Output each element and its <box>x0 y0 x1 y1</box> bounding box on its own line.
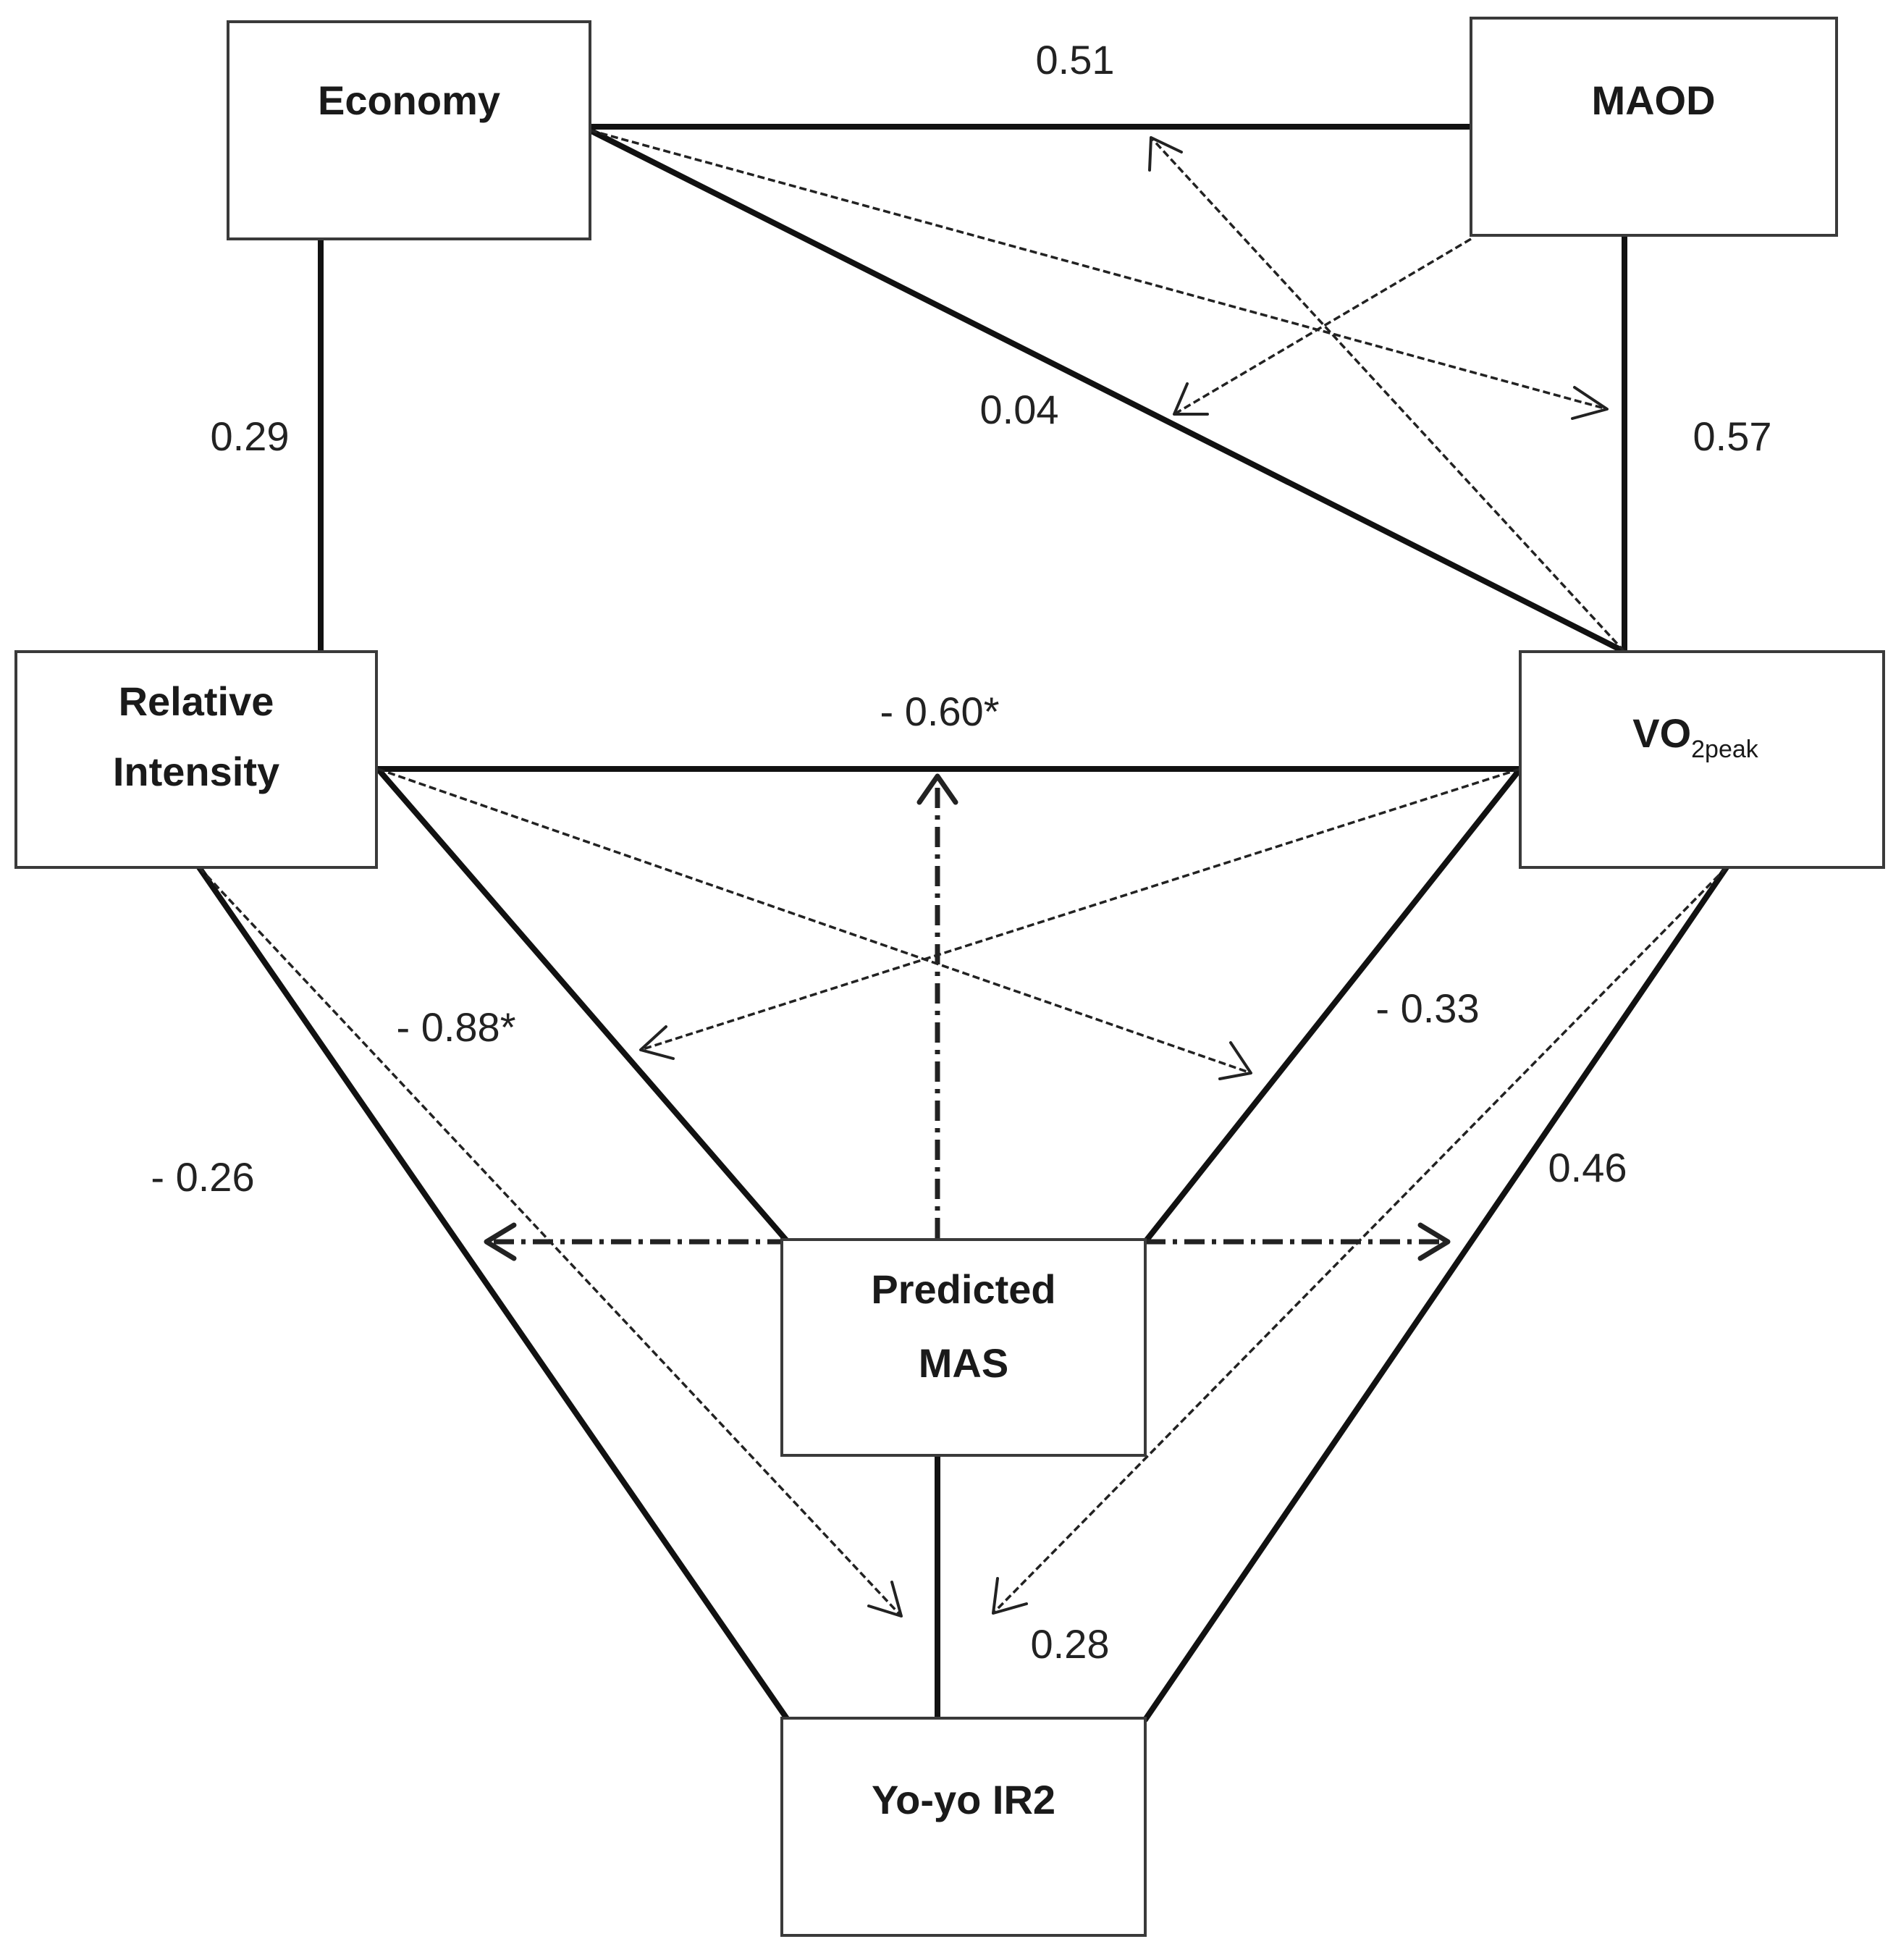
arrowhead-maod-vo2 <box>1571 386 1609 420</box>
coef-economy-relative: 0.29 <box>211 413 290 459</box>
node-yoyo: Yo-yo IR2 <box>780 1717 1147 1937</box>
arrowhead-economy-vo2 <box>1173 382 1209 416</box>
coef-relative-mas: - 0.88* <box>397 1004 516 1050</box>
node-economy: Economy <box>227 20 591 240</box>
arrowhead-relative-mas <box>639 1025 675 1060</box>
node-mas-line1: Predicted <box>871 1266 1055 1312</box>
coef-relative-vo2: - 0.60* <box>880 689 1000 734</box>
coef-economy-maod: 0.51 <box>1036 37 1115 83</box>
arrow-maod-to-economy-vo2 <box>1173 237 1472 416</box>
coef-relative-yoyo: - 0.26 <box>151 1154 254 1200</box>
arrow-economy-to-maod-vo2 <box>589 129 1608 411</box>
node-mas-line2: MAS <box>919 1340 1008 1386</box>
arrowhead-mas-up <box>916 773 958 805</box>
edge-relative-yoyo <box>196 865 791 1723</box>
node-yoyo-label: Yo-yo IR2 <box>872 1777 1055 1822</box>
node-predicted-mas: Predicted MAS <box>780 1238 1147 1457</box>
coef-mas-yoyo: 0.28 <box>1031 1621 1110 1667</box>
coef-vo2-yoyo: 0.46 <box>1548 1145 1627 1190</box>
coef-economy-vo2: 0.04 <box>980 387 1059 432</box>
node-vo2peak-label: VO2peak <box>1632 710 1759 763</box>
arrowhead-mas-right <box>1417 1222 1451 1261</box>
node-maod: MAOD <box>1470 17 1838 237</box>
node-vo2peak: VO2peak <box>1519 650 1885 869</box>
arrowhead-relative-yoyo <box>867 1581 903 1618</box>
arrowhead-economy-maod <box>1148 136 1183 172</box>
arrow-vo2-to-economy-maod <box>1150 136 1626 653</box>
node-maod-label: MAOD <box>1591 77 1715 123</box>
node-relative-intensity: Relative Intensity <box>14 650 378 869</box>
edge-vo2-mas <box>1142 766 1523 1245</box>
node-relative-line1: Relative <box>119 678 274 724</box>
arrowhead-vo2-mas <box>1218 1041 1252 1080</box>
edge-economy-vo2 <box>587 127 1627 655</box>
arrowhead-mas-left <box>484 1222 517 1261</box>
coef-vo2-mas: - 0.33 <box>1375 985 1479 1031</box>
edge-vo2-yoyo <box>1142 865 1729 1723</box>
edge-relative-mas <box>375 766 791 1245</box>
node-relative-line2: Intensity <box>113 749 279 794</box>
arrow-relative-to-vo2-mas <box>377 767 1252 1074</box>
node-economy-label: Economy <box>318 77 500 123</box>
coef-maod-vo2: 0.57 <box>1693 413 1772 459</box>
arrow-vo2-to-relative-mas <box>640 767 1521 1051</box>
arrowhead-vo2-yoyo <box>992 1577 1028 1615</box>
